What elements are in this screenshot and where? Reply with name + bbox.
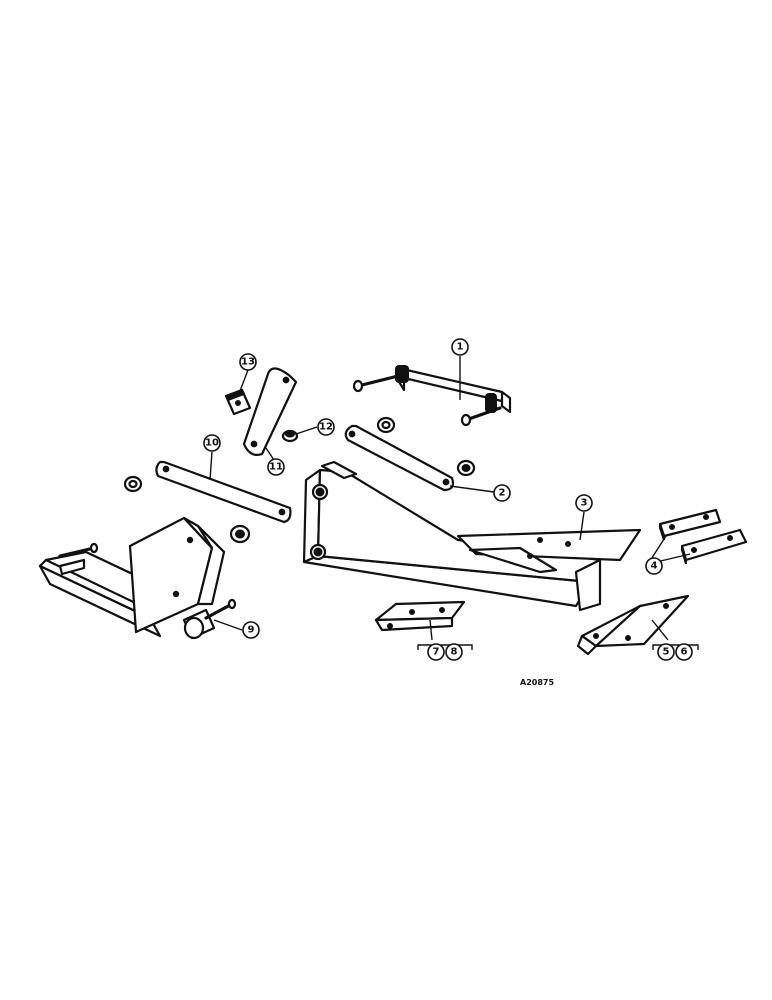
part-2-link-plate <box>344 424 455 492</box>
callout-7: 7 <box>427 643 445 661</box>
callout-6-label: 6 <box>681 647 688 658</box>
callout-5: 5 <box>657 643 675 661</box>
washer-left <box>123 475 143 493</box>
washer-upper-right <box>376 416 396 434</box>
callout-1-label: 1 <box>457 342 464 353</box>
callout-4: 4 <box>645 557 663 575</box>
callout-11: 11 <box>267 458 285 476</box>
part-13-square-plate <box>224 388 252 416</box>
callout-12: 12 <box>317 418 335 436</box>
part-11-short-link <box>242 367 298 456</box>
part-12-nut <box>281 429 299 443</box>
callout-10-label: 10 <box>205 438 219 449</box>
part-3-main-bracket <box>302 460 642 612</box>
callout-2: 2 <box>493 484 511 502</box>
figure-code: A20875 <box>520 678 554 687</box>
washer-right <box>456 459 476 477</box>
callout-8: 8 <box>445 643 463 661</box>
callout-4-label: 4 <box>651 561 658 572</box>
part-10-long-link <box>155 460 292 524</box>
part-7-8-angle-bracket <box>374 600 466 632</box>
callout-8-label: 8 <box>451 647 458 658</box>
part-1-pin-shaft <box>352 365 512 427</box>
callout-1: 1 <box>451 338 469 356</box>
callout-13: 13 <box>239 353 257 371</box>
callout-9-label: 9 <box>248 625 255 636</box>
callout-11-label: 11 <box>269 462 283 473</box>
callout-12-label: 12 <box>319 422 333 433</box>
callout-3-label: 3 <box>581 498 588 509</box>
part-5-6-angle-bracket <box>576 594 690 656</box>
washer-lower <box>229 524 251 544</box>
callout-13-label: 13 <box>241 357 255 368</box>
part-9-swing-frame <box>38 516 237 640</box>
callout-5-label: 5 <box>663 647 670 658</box>
callout-10: 10 <box>203 434 221 452</box>
part-4-small-plates <box>658 508 748 565</box>
callout-7-label: 7 <box>433 647 440 658</box>
callout-3: 3 <box>575 494 593 512</box>
callout-6: 6 <box>675 643 693 661</box>
callout-9: 9 <box>242 621 260 639</box>
callout-2-label: 2 <box>499 488 506 499</box>
